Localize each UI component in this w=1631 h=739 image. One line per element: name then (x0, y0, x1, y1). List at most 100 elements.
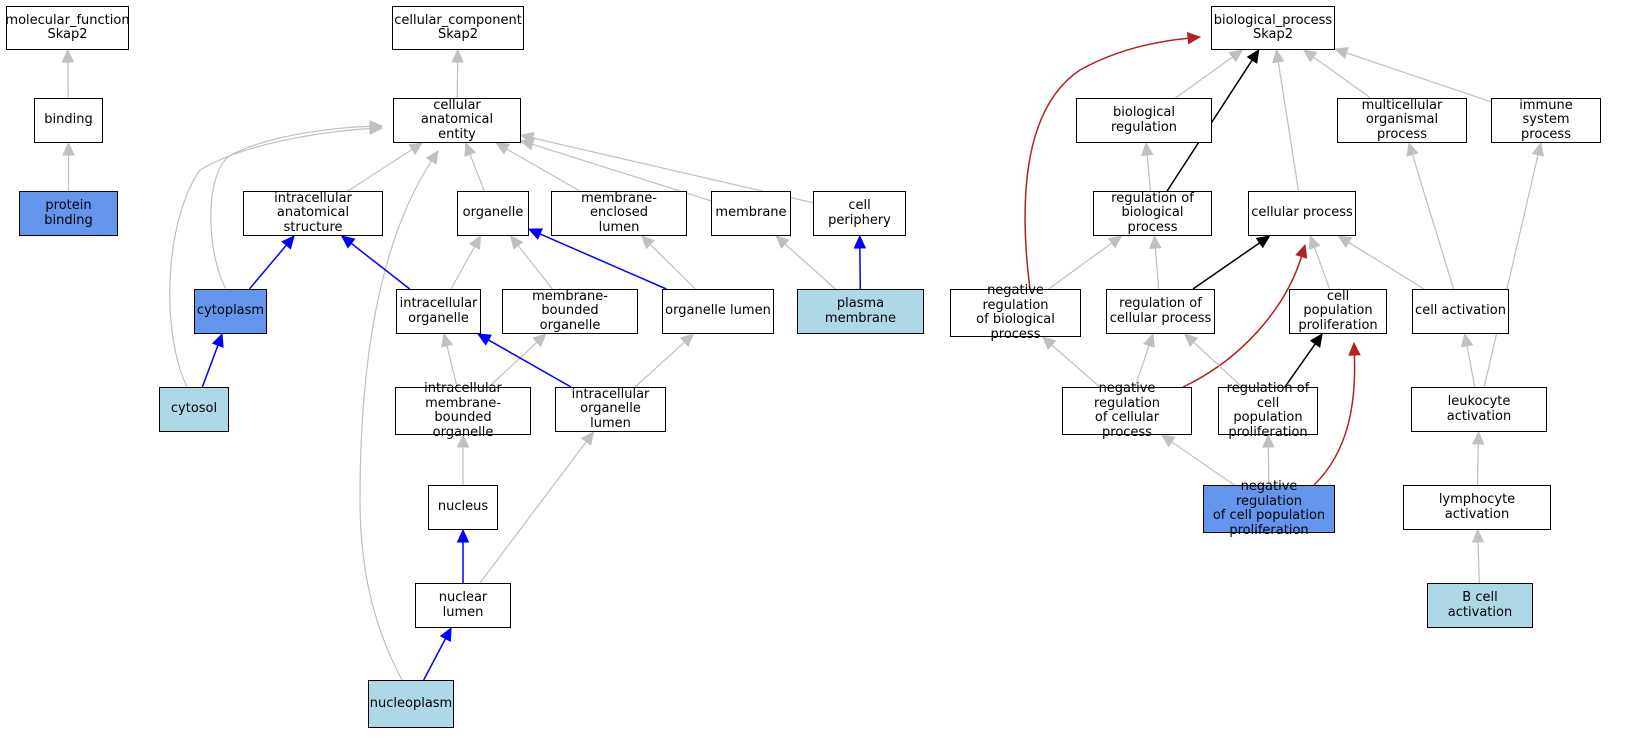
edge-cae-to-cc-root-arrowhead (451, 48, 464, 63)
edge-ca-to-mop-line (1411, 154, 1455, 290)
node-protein-binding[interactable]: protein binding (19, 191, 118, 236)
edge-nrcp-to-rcp (1134, 332, 1155, 388)
edge-nucleoplasm-to-cae-line (359, 160, 432, 681)
node-membrane-enclosed-lumen[interactable]: membrane-enclosed lumen (551, 191, 687, 236)
node-plasma-membrane[interactable]: plasma membrane (797, 289, 924, 334)
edge-pm-to-membrane (775, 235, 836, 290)
edge-ca-to-mop-arrowhead (1406, 141, 1419, 157)
edge-rcp-to-cp-line (1192, 242, 1261, 290)
node-intracellular-membrane-bounded-organelle[interactable]: intracellular membrane-bounded organelle (395, 381, 531, 439)
edge-protein-binding-to-binding-arrowhead (62, 141, 75, 156)
node-immune-system-process[interactable]: immune system process (1491, 98, 1601, 143)
node-molecular-function-root[interactable]: molecular_function Skap2 (5, 6, 130, 50)
edge-ias-to-cae-line (347, 149, 413, 192)
edge-nrcp-to-cp (1182, 243, 1308, 388)
edge-imbo-to-mbo-line (488, 341, 538, 388)
edge-organelle-to-cae (464, 141, 485, 192)
node-negative-regulation-of-biological-process[interactable]: negative regulation of biological proces… (950, 283, 1081, 341)
edge-ca-to-cp (1337, 235, 1425, 290)
edge-cp-to-bp-root-line (1277, 61, 1300, 192)
node-intracellular-anatomical-structure[interactable]: intracellular anatomical structure (243, 191, 383, 236)
edge-cpp-to-cp-line (1313, 247, 1331, 290)
edge-bca-to-lymph (1471, 528, 1485, 584)
node-cellular-component-root[interactable]: cellular_component Skap2 (392, 6, 524, 50)
edge-iol-to-io (476, 333, 572, 388)
edge-ias-to-cae (347, 142, 424, 192)
edge-nrcp-to-cp-arrowhead (1295, 243, 1308, 259)
edge-ias-to-cae-arrowhead (408, 142, 424, 156)
edge-nrbp-to-rbp-line (1048, 242, 1113, 290)
node-intracellular-organelle-lumen[interactable]: intracellular organelle lumen (555, 387, 666, 432)
edge-iol-to-ol-arrowhead (679, 333, 695, 348)
edge-bca-to-lymph-line (1477, 541, 1480, 584)
node-negative-regulation-of-cell-population-proliferation[interactable]: negative regulation of cell population p… (1203, 479, 1335, 537)
edge-mel-to-cae (495, 142, 581, 192)
edge-ol-to-mel-line (649, 244, 696, 290)
edge-io-to-organelle (450, 234, 482, 290)
node-regulation-of-cellular-process[interactable]: regulation of cellular process (1106, 289, 1215, 334)
edge-pm-to-cell-periphery-arrowhead (853, 234, 867, 249)
node-organelle-lumen[interactable]: organelle lumen (662, 289, 774, 334)
edge-bio-reg-to-bp-root-arrowhead (1228, 49, 1244, 63)
edge-mop-to-bp-root (1302, 49, 1371, 99)
node-nucleus[interactable]: nucleus (428, 485, 498, 530)
edge-mbo-to-organelle-line (517, 245, 553, 290)
edge-isp-to-bp-root-arrowhead (1333, 47, 1349, 59)
edge-nrbp-to-rbp-arrowhead (1107, 235, 1123, 249)
edge-cytoplasm-to-ias-arrowhead (281, 235, 295, 250)
node-cytosol[interactable]: cytosol (159, 387, 229, 432)
edge-nrbp-to-bp-root-arrowhead (1186, 31, 1202, 45)
edge-lymph-to-la-line (1476, 443, 1479, 486)
edge-cytosol-to-cytoplasm-line (201, 344, 219, 388)
edge-pm-to-membrane-line (784, 243, 836, 290)
edge-nuclear-lumen-to-iol-arrowhead (581, 431, 595, 446)
node-organelle[interactable]: organelle (457, 191, 529, 236)
node-b-cell-activation[interactable]: B cell activation (1427, 583, 1533, 628)
edge-cpp-to-cp (1308, 234, 1331, 290)
node-cellular-process[interactable]: cellular process (1248, 191, 1356, 236)
node-regulation-of-biological-process[interactable]: regulation of biological process (1093, 191, 1212, 236)
edge-nuclear-lumen-to-iol (479, 431, 595, 584)
edge-imbo-to-io-arrowhead (440, 332, 454, 348)
edge-lymph-to-la (1472, 430, 1485, 486)
node-biological-process-root[interactable]: biological_process Skap2 (1211, 6, 1335, 50)
edge-iol-to-ol (634, 333, 695, 388)
edge-nrcpp-to-cpp-line (1313, 354, 1356, 486)
node-cell-periphery[interactable]: cell periphery (813, 191, 906, 236)
edge-rcpp-to-cpp-line (1284, 343, 1316, 388)
node-intracellular-organelle[interactable]: intracellular organelle (396, 289, 481, 334)
node-cell-population-proliferation[interactable]: cell population proliferation (1289, 289, 1387, 334)
node-negative-regulation-of-cellular-process[interactable]: negative regulation of cellular process (1062, 381, 1192, 439)
node-membrane-bounded-organelle[interactable]: membrane-bounded organelle (502, 289, 638, 334)
edge-ol-to-organelle-line (539, 233, 667, 290)
node-cellular-anatomical-entity[interactable]: cellular anatomical entity (393, 98, 521, 143)
node-membrane[interactable]: membrane (711, 191, 791, 236)
edge-cae-to-cc-root (451, 48, 464, 99)
edge-mbo-to-organelle-arrowhead (509, 235, 524, 250)
edge-ol-to-mel-arrowhead (640, 235, 656, 250)
node-nuclear-lumen[interactable]: nuclear lumen (415, 583, 511, 628)
edge-nucleus-to-imbo-arrowhead (456, 433, 470, 448)
node-nucleoplasm[interactable]: nucleoplasm (368, 680, 454, 728)
node-binding[interactable]: binding (34, 98, 103, 143)
edge-io-to-ias (340, 235, 411, 290)
edge-lymph-to-la-arrowhead (1472, 430, 1485, 445)
edge-nrbp-to-bp-root-line (1024, 37, 1189, 290)
edge-rbp-to-bio-reg (1140, 141, 1154, 192)
edge-iol-to-ol-line (634, 341, 685, 388)
edge-rcp-to-rbp-arrowhead (1149, 234, 1162, 249)
edge-la-to-isp (1483, 141, 1545, 388)
edge-imbo-to-mbo-arrowhead (532, 333, 547, 348)
node-multicellular-organismal-process[interactable]: multicellular organismal process (1337, 98, 1467, 143)
node-cytoplasm[interactable]: cytoplasm (194, 289, 267, 334)
node-cell-activation[interactable]: cell activation (1412, 289, 1509, 334)
node-lymphocyte-activation[interactable]: lymphocyte activation (1403, 485, 1551, 530)
edge-mop-to-bp-root-line (1313, 56, 1371, 99)
edge-rcp-to-cp (1192, 235, 1271, 290)
edge-cytosol-to-cae (169, 122, 384, 388)
node-regulation-of-cell-population-proliferation[interactable]: regulation of cell population proliferat… (1218, 381, 1318, 439)
node-biological-regulation[interactable]: biological regulation (1076, 98, 1212, 143)
edge-pm-to-membrane-arrowhead (775, 235, 790, 250)
edge-bca-to-lymph-arrowhead (1471, 528, 1485, 543)
node-leukocyte-activation[interactable]: leukocyte activation (1411, 387, 1547, 432)
